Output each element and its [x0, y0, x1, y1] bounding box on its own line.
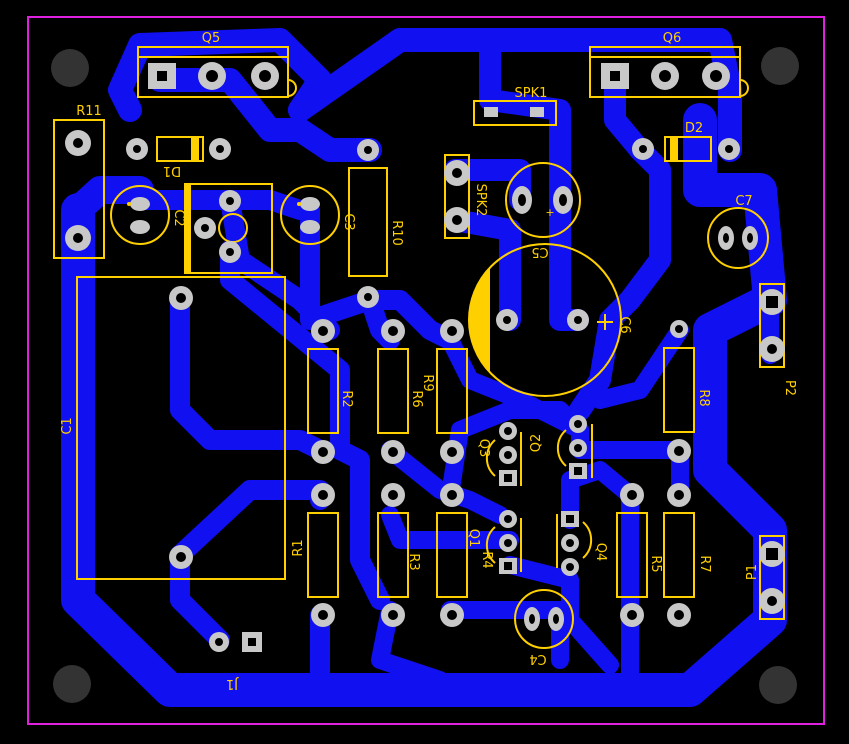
label-r7: R7	[697, 555, 712, 572]
label-p2: P2	[782, 380, 797, 396]
components	[53, 46, 785, 652]
component-c2	[184, 183, 273, 274]
label-c7: C7	[735, 194, 752, 209]
label-c4: C4	[529, 651, 546, 666]
component-q6	[589, 46, 749, 98]
label-spk1: SPK1	[515, 86, 548, 101]
component-d1	[126, 136, 231, 162]
mounting-holes	[51, 47, 799, 704]
component-spk1	[473, 100, 557, 126]
label-r4: R4	[479, 551, 494, 568]
label-p1: P1	[745, 564, 760, 580]
component-r8	[663, 320, 695, 463]
mount-hole-bl	[53, 665, 91, 703]
component-c5	[505, 162, 581, 238]
label-c1: C1	[60, 417, 75, 434]
label-r11: R11	[76, 104, 102, 119]
board-outline	[27, 16, 825, 725]
label-q2: Q2	[529, 434, 544, 453]
label-q1: Q1	[466, 529, 481, 548]
component-r3	[377, 483, 409, 627]
mount-hole-tl	[51, 49, 89, 87]
label-r8: R8	[696, 389, 711, 406]
component-c1	[76, 276, 286, 580]
label-r9: R9	[420, 374, 435, 391]
label-r2: R2	[339, 390, 354, 407]
label-c2: C2	[171, 209, 186, 226]
label-q4: Q4	[593, 543, 608, 562]
component-c7	[707, 207, 769, 269]
component-j1	[209, 632, 262, 652]
label-r1: R1	[291, 539, 306, 556]
label-d2: D2	[685, 121, 703, 136]
component-r6	[377, 319, 409, 464]
label-c3: C3	[341, 213, 356, 230]
label-r6: R6	[409, 390, 424, 407]
label-q5: Q5	[202, 31, 221, 46]
component-r2	[307, 319, 339, 464]
label-q3: Q3	[476, 439, 491, 458]
label-r10: R10	[389, 220, 404, 246]
component-r5	[616, 483, 648, 627]
component-r4	[436, 483, 468, 627]
component-q2	[556, 415, 593, 479]
component-r1	[307, 483, 339, 627]
copper-traces	[61, 28, 787, 707]
mount-hole-tr	[761, 47, 799, 85]
component-cap-left-b	[280, 185, 340, 245]
label-r5: R5	[648, 555, 663, 572]
component-r10	[348, 139, 388, 308]
component-c4	[514, 589, 574, 649]
component-q3	[485, 422, 522, 486]
component-cap-left-a	[110, 185, 170, 245]
component-q5	[137, 46, 297, 98]
component-p2	[759, 283, 785, 368]
label-d1: D1	[163, 163, 181, 178]
label-c6: C6	[617, 316, 632, 333]
component-d2	[632, 136, 740, 162]
component-q1	[485, 510, 522, 574]
label-r3: R3	[406, 553, 421, 570]
component-p1	[759, 535, 785, 620]
component-c6	[468, 243, 622, 397]
label-j1: J1	[226, 676, 239, 691]
component-r9	[436, 319, 468, 464]
label-spk2: SPK2	[473, 184, 488, 217]
mount-hole-br	[759, 666, 797, 704]
label-q6: Q6	[663, 31, 682, 46]
label-c5: C5	[531, 244, 548, 259]
silkscreen-labels: Q5 Q6 SPK1 R11 D2 C7 + D1 SPK2 C2 C3 R10…	[60, 31, 797, 691]
component-q4	[556, 511, 593, 576]
component-spk2	[444, 154, 470, 239]
label-c6-plus: +	[545, 206, 554, 219]
component-r7	[663, 483, 695, 627]
component-r11	[53, 119, 105, 259]
